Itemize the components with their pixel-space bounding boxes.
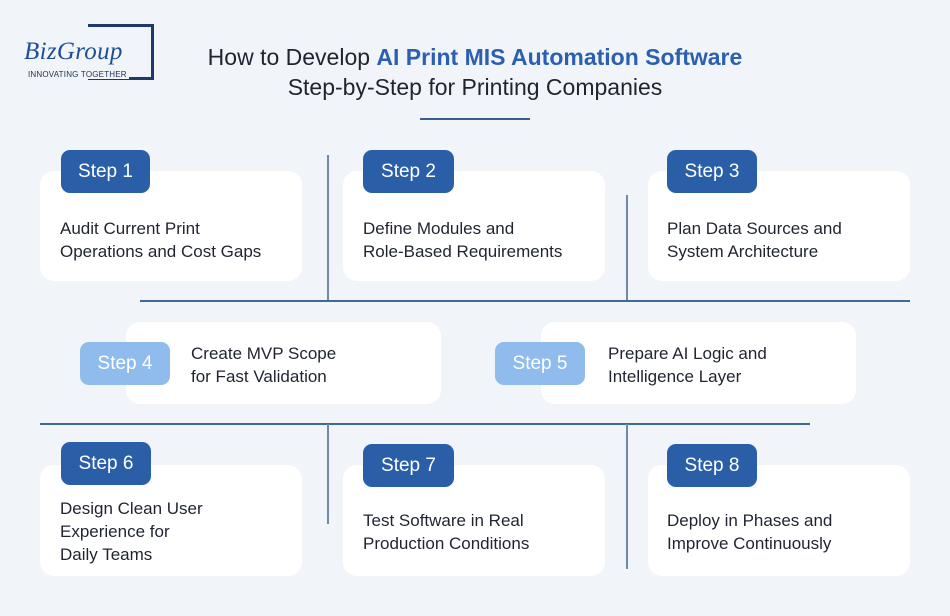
step-4-text: Create MVP Scope for Fast Validation [191,342,431,388]
connector-vertical-4 [626,424,628,569]
step-1-text-line-2: Operations and Cost Gaps [60,242,262,261]
step-2-text-line-2: Role-Based Requirements [363,242,563,261]
step-2-badge: Step 2 [363,150,454,193]
logo-tagline: INNOVATING TOGETHER [28,70,129,79]
step-4-text-line-2: for Fast Validation [191,367,327,386]
step-8-text-line-2: Improve Continuously [667,534,832,553]
step-5-text-line-1: Prepare AI Logic and [608,344,767,363]
step-1-text-line-1: Audit Current Print [60,219,200,238]
step-2-text: Define Modules and Role-Based Requiremen… [363,217,603,263]
step-6-text-line-2: Experience for [60,522,170,541]
step-6-text-line-1: Design Clean User [60,499,203,518]
step-5-card [541,322,856,404]
connector-horizontal-top [140,300,910,302]
title-line-2: Step-by-Step for Printing Companies [287,74,663,100]
step-5-badge: Step 5 [495,342,585,385]
step-4-card [126,322,441,404]
step-3-text: Plan Data Sources and System Architectur… [667,217,907,263]
connector-vertical-1 [327,155,329,300]
title-highlight: AI Print MIS Automation Software [376,44,743,70]
page-title: How to Develop AI Print MIS Automation S… [150,42,800,102]
connector-vertical-2 [626,195,628,300]
logo-wordmark: BizGroup [24,38,125,66]
connector-vertical-3 [327,424,329,524]
step-5-text: Prepare AI Logic and Intelligence Layer [608,342,848,388]
title-underline [420,118,530,120]
step-7-text: Test Software in Real Production Conditi… [363,509,603,555]
step-3-text-line-2: System Architecture [667,242,819,261]
step-3-text-line-1: Plan Data Sources and [667,219,842,238]
step-1-badge: Step 1 [61,150,150,193]
step-6-text-line-3: Daily Teams [60,545,153,564]
step-6-text: Design Clean User Experience for Daily T… [60,497,300,566]
step-5-text-line-2: Intelligence Layer [608,367,742,386]
connector-horizontal-bottom [40,423,810,425]
step-4-text-line-1: Create MVP Scope [191,344,337,363]
title-prefix: How to Develop [207,44,377,70]
step-8-badge: Step 8 [667,444,757,487]
step-7-text-line-2: Production Conditions [363,534,530,553]
step-3-badge: Step 3 [667,150,757,193]
step-8-text: Deploy in Phases and Improve Continuousl… [667,509,907,555]
step-7-badge: Step 7 [363,444,454,487]
step-8-text-line-1: Deploy in Phases and [667,511,833,530]
step-2-text-line-1: Define Modules and [363,219,515,238]
step-4-badge: Step 4 [80,342,170,385]
step-1-text: Audit Current Print Operations and Cost … [60,217,300,263]
step-7-text-line-1: Test Software in Real [363,511,524,530]
step-6-badge: Step 6 [61,442,151,485]
title-line-1: How to Develop AI Print MIS Automation S… [150,42,800,72]
